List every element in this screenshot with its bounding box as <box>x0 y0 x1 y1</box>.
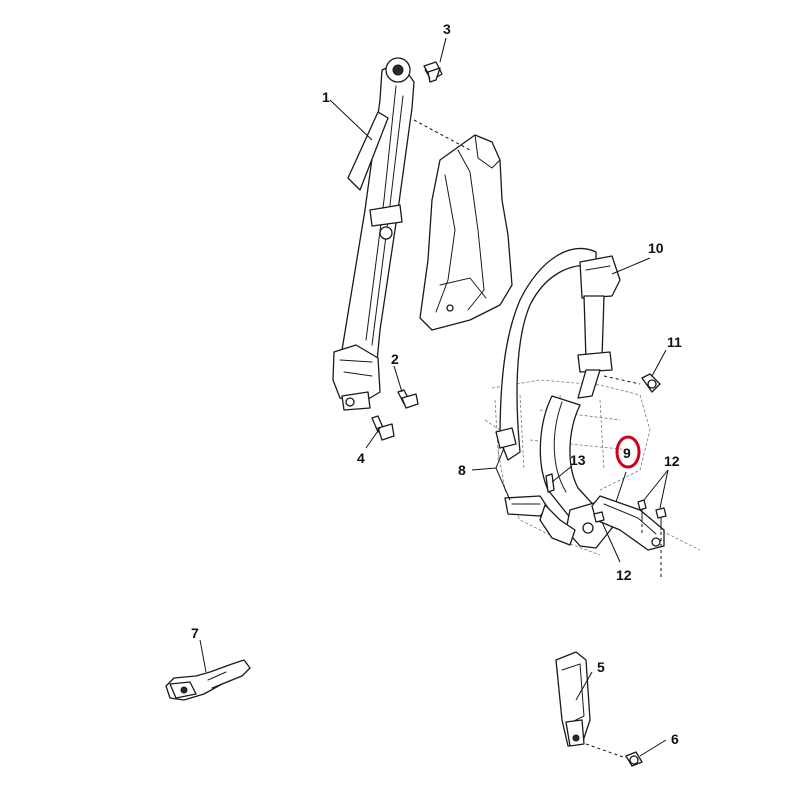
callout-12-lower: 12 <box>616 567 632 583</box>
part-11-bolt <box>641 373 661 393</box>
installation-guide-lines <box>413 119 662 759</box>
part-4-bolt <box>371 415 395 441</box>
callout-10: 10 <box>648 240 664 256</box>
part-12-bolts <box>593 499 667 531</box>
callout-2: 2 <box>391 351 399 367</box>
part-9-buckle-stalk <box>539 395 613 549</box>
callout-6: 6 <box>671 731 679 747</box>
part-3-bolt <box>423 61 443 83</box>
part-6-bolt <box>625 751 643 767</box>
part-2-bolt <box>397 389 419 409</box>
callout-11: 11 <box>667 334 682 350</box>
callout-1: 1 <box>322 89 330 105</box>
b-pillar-trim-panel <box>419 134 513 331</box>
callout-7: 7 <box>191 625 199 641</box>
part-12-buckle-anchor <box>591 495 665 551</box>
callout-3: 3 <box>443 21 451 37</box>
callout-leader-lines <box>199 37 669 757</box>
part-13-bolt <box>545 473 555 493</box>
callout-12-upper: 12 <box>664 453 680 469</box>
part-5-seat-belt-buckle <box>555 651 591 747</box>
callout-9: 9 <box>623 445 631 461</box>
part-8-belt-buckle-ends <box>495 427 576 546</box>
part-1-shoulder-belt-assembly <box>332 57 415 411</box>
callout-8: 8 <box>458 462 466 478</box>
callout-13: 13 <box>570 452 586 468</box>
highlight-ring-part-9 <box>615 435 641 469</box>
callout-5: 5 <box>597 659 605 675</box>
callout-4: 4 <box>357 450 365 466</box>
part-10-belt-guide-assembly <box>499 247 621 461</box>
part-7-buckle-strap <box>165 659 251 701</box>
callout-labels: 1 3 2 4 10 11 8 13 9 12 12 7 5 6 <box>191 21 682 747</box>
